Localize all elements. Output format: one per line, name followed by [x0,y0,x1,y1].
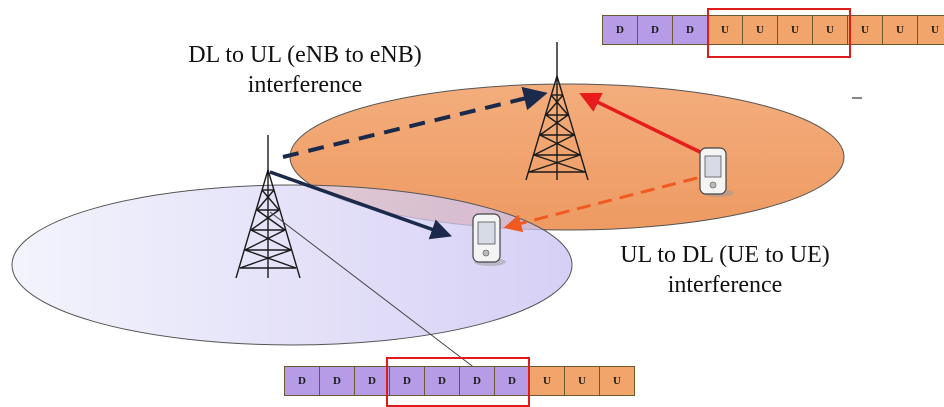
subframe-slot: U [564,366,600,396]
subframe-slot: D [389,366,425,396]
enb-tower-right-icon [525,42,589,181]
subframe-slot: D [424,366,460,396]
subframe-slot: D [672,15,708,45]
diagram-canvas [11,42,862,373]
subframe-slot: U [599,366,635,396]
enb-to-enb-interference-arrow [282,86,548,159]
ul-to-dl-line2: interference [667,272,783,298]
subframe-slot: D [602,15,638,45]
subframe-slot: U [777,15,813,45]
subframe-slot: U [917,15,944,45]
subframe-slot: D [284,366,320,396]
enb-to-ue-downlink-arrow [269,170,452,240]
subframe-slot: D [354,366,390,396]
dl-to-ul-interference-label: DL to UL (eNB to eNB) interference [140,40,470,100]
subframe-slot: U [812,15,848,45]
interference-diagram: DL to UL (eNB to eNB) interference UL to… [11,8,944,407]
ue-to-ue-interference-arrow [503,176,698,233]
ue-device-right-icon [699,147,734,197]
dl-to-ul-line1: DL to UL (eNB to eNB) [188,42,422,68]
subframe-slot: D [637,15,673,45]
ue-device-left-icon [472,213,506,266]
leader-line [269,211,481,373]
dl-to-ul-line2: interference [247,72,363,98]
subframe-slot: U [707,15,743,45]
subframe-slot: D [319,366,355,396]
subframe-slot: D [494,366,530,396]
subframe-slot: U [847,15,883,45]
ul-to-dl-interference-label: UL to DL (UE to UE) interference [560,240,890,300]
subframe-slot: U [529,366,565,396]
subframe-slot: U [882,15,918,45]
ul-to-dl-line1: UL to DL (UE to UE) [620,242,830,268]
subframe-slot: U [742,15,778,45]
subframe-slot: D [459,366,495,396]
enb-tower-left-icon [235,135,301,279]
ue-to-enb-uplink-arrow [579,92,701,154]
